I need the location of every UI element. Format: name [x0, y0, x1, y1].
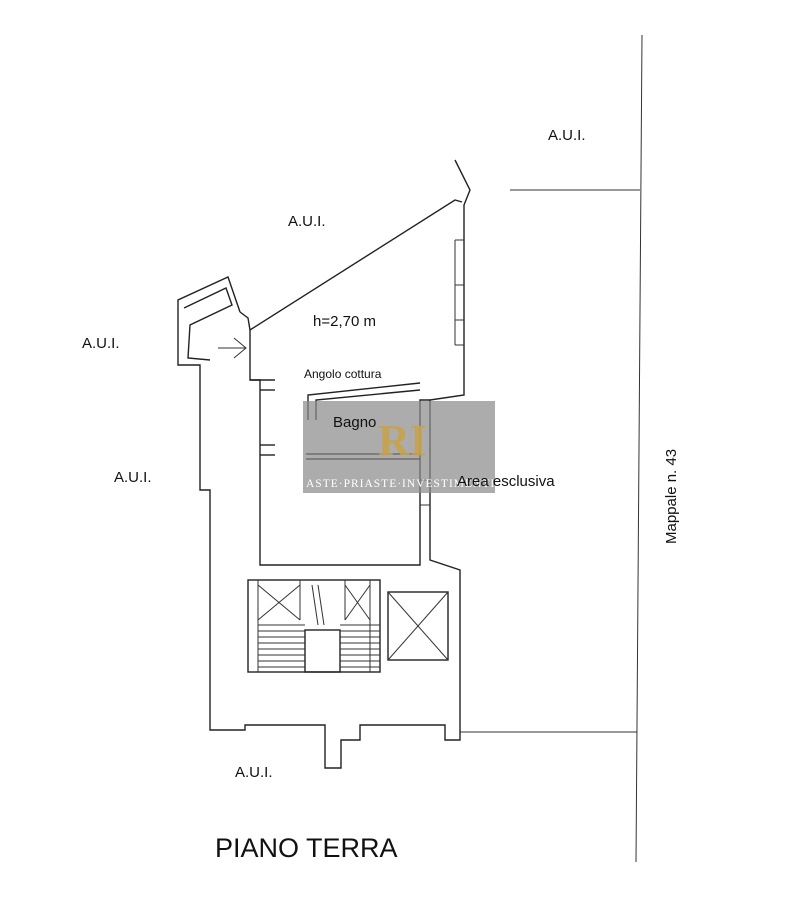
- plan-title: PIANO TERRA: [215, 833, 398, 863]
- staircase: [247, 579, 381, 673]
- label-height: h=2,70 m: [313, 313, 376, 330]
- entrance-arrow-icon: [218, 337, 247, 359]
- label-aui-bottom: A.U.I.: [235, 764, 273, 781]
- label-parcel: Mappale n. 43: [663, 449, 680, 544]
- watermark-box: [303, 401, 495, 493]
- label-kitchen-corner: Angolo cottura: [304, 367, 382, 381]
- label-aui-left-lower: A.U.I.: [114, 469, 152, 486]
- stair-steps-right: [340, 624, 380, 668]
- label-aui-top: A.U.I.: [288, 213, 326, 230]
- label-exclusive-area: Area esclusiva: [457, 473, 555, 490]
- parcel-boundary: [460, 34, 643, 863]
- label-aui-top-right: A.U.I.: [548, 127, 586, 144]
- label-aui-left: A.U.I.: [82, 335, 120, 352]
- label-bathroom: Bagno: [333, 414, 376, 431]
- watermark-text: ASTE·PRIASTE·INVESTIMENTI: [306, 478, 495, 490]
- stair-steps-left: [258, 624, 305, 668]
- elevator-shaft: [387, 591, 449, 661]
- watermark: RI ASTE·PRIASTE·INVESTIMENTI: [303, 401, 495, 493]
- watermark-monogram: RI: [378, 416, 427, 465]
